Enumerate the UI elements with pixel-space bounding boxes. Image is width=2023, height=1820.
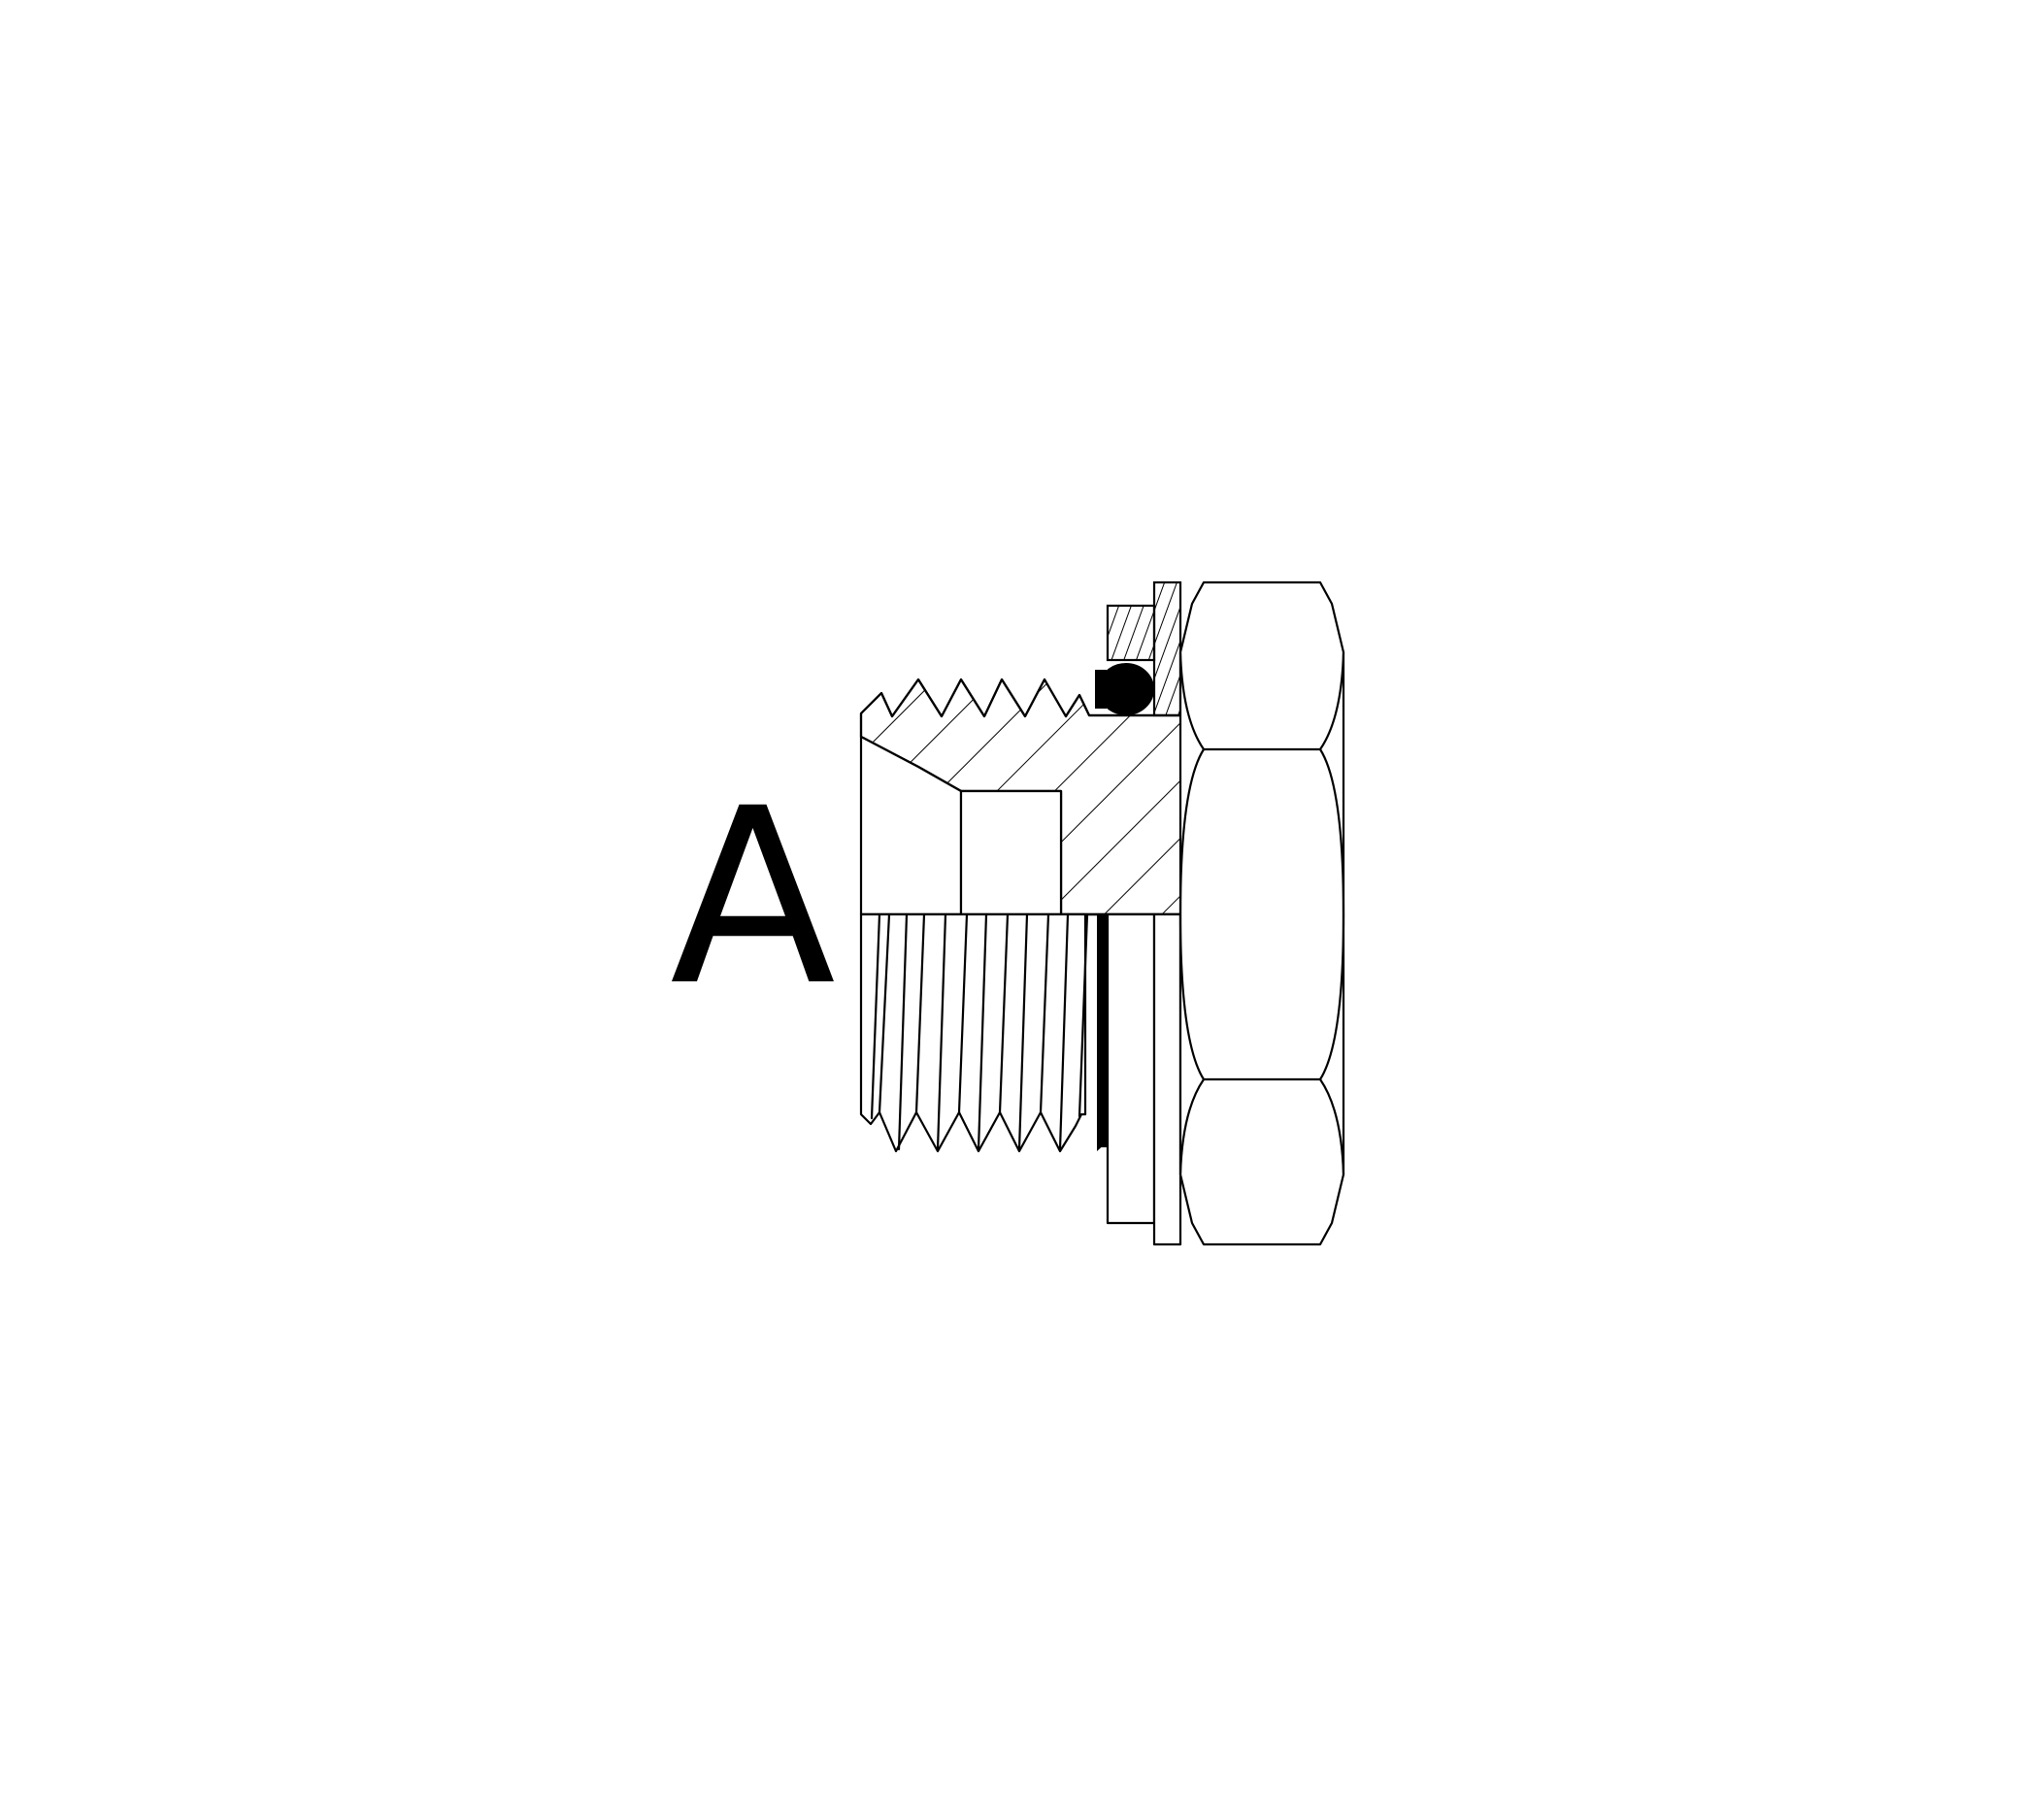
- hex-head: [1178, 580, 1345, 1246]
- backup-washer-side: [1106, 912, 1156, 1225]
- flange-collar-section: [1152, 580, 1182, 717]
- view-callout-label: A: [670, 756, 837, 1039]
- backup-washer-section: [1106, 604, 1156, 662]
- flange-collar-side: [1152, 912, 1182, 1246]
- o-ring-side-view: [1097, 914, 1108, 1151]
- bore-cavity: [859, 735, 1063, 916]
- o-ring: [1095, 663, 1154, 715]
- external-thread: [859, 912, 1089, 1153]
